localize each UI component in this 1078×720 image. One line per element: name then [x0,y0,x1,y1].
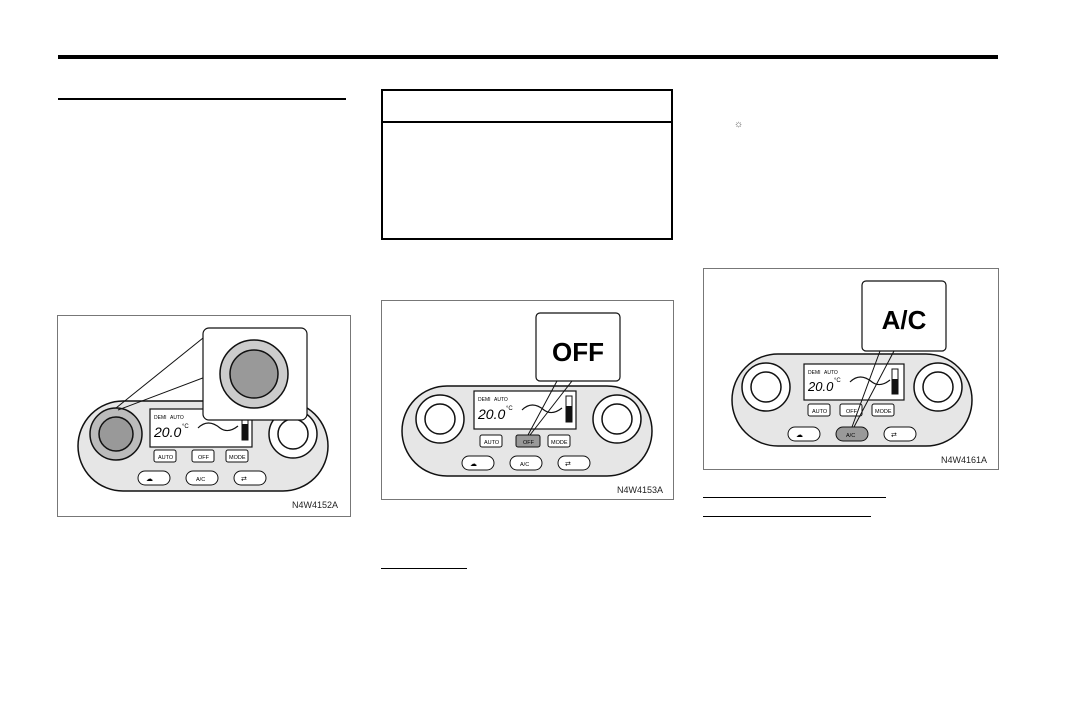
ac-button [509,455,543,471]
display-indicator-auto: AUTO [170,415,184,421]
airflow-icon [521,404,563,414]
display-indicator-demi: DEMI [154,415,167,421]
ac-button-label: A/C [520,462,529,468]
recirculation-icon: ⇄ [241,476,247,483]
note-box-header-rule [383,121,671,123]
off-button-label: OFF [846,409,858,415]
callout-line-b [117,375,209,411]
auto-button-label: AUTO [812,409,828,415]
recirculation-button [233,470,267,486]
recirculation-button [883,426,917,442]
callout-line-a [115,333,209,409]
callout-box [861,280,947,352]
auto-button-label: AUTO [158,455,174,461]
mode-button [871,403,895,417]
callout-line-a [851,350,881,428]
page-top-rule [58,55,998,59]
text-underline [703,516,871,517]
off-button [191,449,215,463]
climate-panel-illustration-2: DEMI AUTO 20.0 °C AUTO OFF MODE ☁ A/C ⇄ … [401,312,653,477]
section-heading-rule [58,98,346,100]
sun-icon: ☼ [734,119,744,130]
rear-defrost-button [461,455,495,471]
text-underline [381,568,467,569]
off-button-label: OFF [198,455,210,461]
fan-knob-right-inner [277,418,309,450]
display-indicator-demi: DEMI [478,397,491,403]
display-unit: °C [834,378,841,384]
rear-defrost-button [787,426,821,442]
temperature-knob-left-inner [424,403,456,435]
recirculation-icon: ⇄ [565,461,571,468]
callout-line-b [853,350,895,428]
recirculation-icon: ⇄ [891,432,897,439]
callout-ac-label: A/C [882,305,927,335]
callout-box [535,312,621,382]
auto-button [479,434,503,448]
temperature-knob-left-inner [750,371,782,403]
temperature-knob-left-inner [98,416,134,452]
fan-icon: ☁ [146,476,153,483]
airflow-icon [197,422,239,432]
climate-panel-illustration-1: DEMI AUTO 20.0 °C AUTO OFF MODE ☁ A/C ⇄ [77,327,329,492]
fan-level-fill [892,379,898,394]
mode-button-label: MODE [229,455,246,461]
callout-line-a [527,380,558,436]
airflow-icon [849,376,891,386]
display-indicator-auto: AUTO [824,370,838,376]
display-temperature: 20.0 [477,406,505,422]
callout-off-label: OFF [552,337,604,367]
fan-level-fill [566,406,572,422]
ac-button-label: A/C [846,433,855,439]
figure-code: N4W4161A [941,455,988,465]
figure-ac-button: DEMI AUTO 20.0 °C AUTO OFF MODE ☁ A/C ⇄ … [703,268,999,470]
ac-button-label: A/C [196,477,205,483]
mode-button [225,449,249,463]
display-temperature: 20.0 [807,379,834,394]
display-indicator-auto: AUTO [494,397,508,403]
recirculation-button [557,455,591,471]
figure-temperature-dial: DEMI AUTO 20.0 °C AUTO OFF MODE ☁ A/C ⇄ … [57,315,351,517]
fan-knob-right-inner [922,371,954,403]
display-unit: °C [506,406,513,412]
panel-body [401,385,653,477]
display-temperature: 20.0 [153,424,181,440]
ac-button [185,470,219,486]
mode-button-label: MODE [875,409,892,415]
fan-icon: ☁ [470,461,477,468]
fan-icon: ☁ [796,432,803,439]
off-button-label: OFF [523,440,535,446]
fan-level-fill [242,424,248,440]
magnified-knob-inner [229,349,279,399]
auto-button-label: AUTO [484,440,500,446]
mode-button-label: MODE [551,440,568,446]
off-button [839,403,863,417]
figure-code: N4W4153A [617,485,664,495]
display-unit: °C [182,424,189,430]
climate-panel-illustration-3: DEMI AUTO 20.0 °C AUTO OFF MODE ☁ A/C ⇄ … [731,280,973,447]
mode-button [547,434,571,448]
text-underline [703,497,886,498]
auto-button [153,449,177,463]
note-box [381,89,673,240]
auto-button [807,403,831,417]
figure-code: N4W4152A [292,500,339,510]
callout-line-b [529,380,573,436]
figure-off-button: DEMI AUTO 20.0 °C AUTO OFF MODE ☁ A/C ⇄ … [381,300,674,500]
fan-knob-right-inner [601,403,633,435]
rear-defrost-button [137,470,171,486]
display-indicator-demi: DEMI [808,370,821,376]
